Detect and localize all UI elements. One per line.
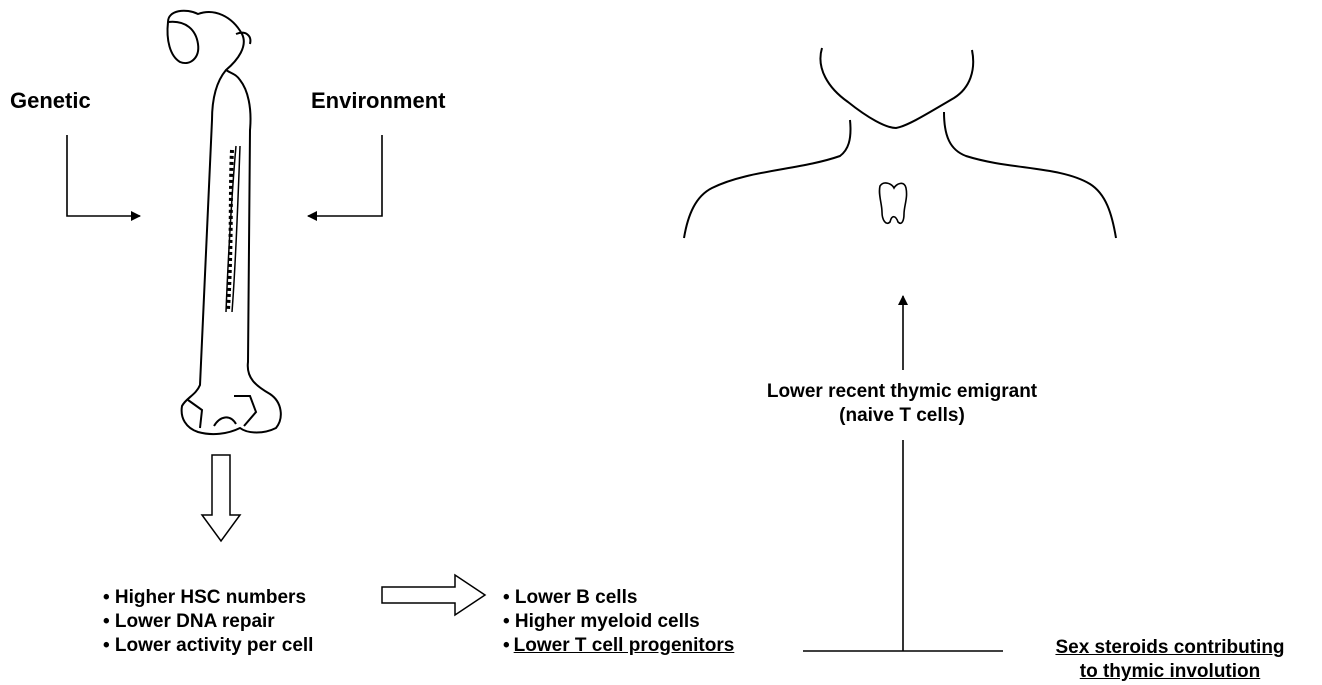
- marrow-effects-list: • Higher HSC numbers • Lower DNA repair …: [103, 586, 313, 658]
- hollow-down-arrow: [200, 454, 242, 543]
- femur-bone-illustration: [166, 9, 282, 436]
- sex-steroids-label: Sex steroids contributing to thymic invo…: [1020, 636, 1320, 684]
- thymic-output-line-1: Lower recent thymic emigrant: [766, 381, 1038, 402]
- genetic-label: Genetic: [10, 88, 91, 113]
- list-item: • Lower DNA repair: [103, 611, 275, 632]
- thymus-illustration: [878, 182, 908, 225]
- hollow-right-arrow: [381, 573, 487, 617]
- lineage-effects-list: • Lower B cells • Higher myeloid cells •…: [503, 586, 734, 658]
- neck-torso-outline: [683, 47, 1117, 239]
- thymic-output-line-2: (naive T cells): [839, 405, 965, 426]
- list-item: •Lower T cell progenitors: [503, 634, 734, 658]
- genetic-arrow: [66, 135, 141, 221]
- environment-arrow: [307, 135, 383, 221]
- list-item: • Higher HSC numbers: [103, 587, 307, 608]
- sex-steroids-line-1: Sex steroids contributing: [1055, 637, 1285, 658]
- list-item: • Lower activity per cell: [103, 635, 314, 656]
- t-progenitors-label: Lower T cell progenitors: [513, 635, 735, 656]
- thymic-output-label: Lower recent thymic emigrant (naive T ce…: [720, 380, 1084, 428]
- list-item: • Higher myeloid cells: [503, 611, 700, 632]
- sex-steroids-line-2: to thymic involution: [1079, 661, 1261, 682]
- environment-label: Environment: [311, 88, 446, 113]
- list-item: • Lower B cells: [503, 587, 638, 608]
- list-bullet: •: [503, 635, 510, 656]
